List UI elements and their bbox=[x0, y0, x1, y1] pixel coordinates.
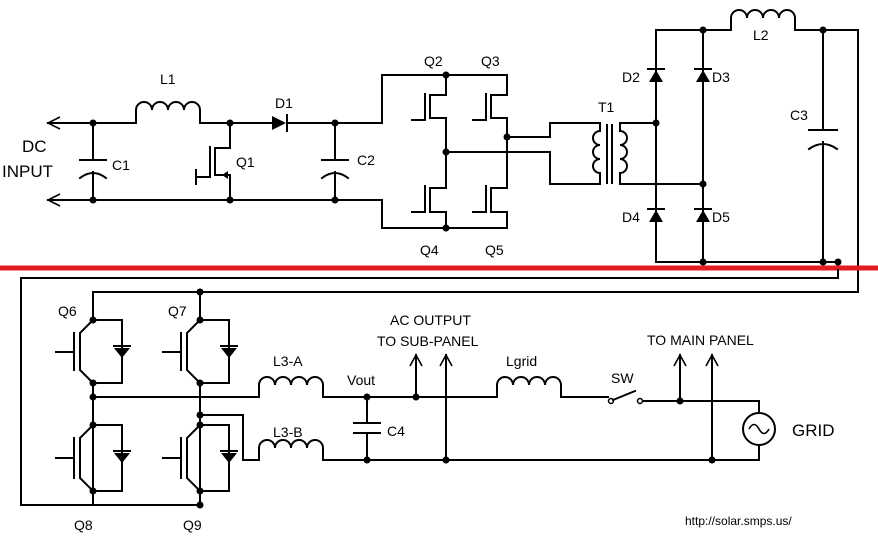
inductor-lgrid bbox=[496, 376, 609, 398]
label-dc: DC bbox=[22, 137, 47, 156]
label-sw: SW bbox=[611, 370, 634, 386]
wire bbox=[322, 444, 760, 461]
label-q5: Q5 bbox=[485, 242, 504, 258]
label-d2: D2 bbox=[622, 69, 640, 85]
label-d4: D4 bbox=[622, 209, 640, 225]
label-q4: Q4 bbox=[420, 242, 439, 258]
label-q7: Q7 bbox=[168, 303, 187, 319]
source-url: http://solar.smps.us/ bbox=[685, 514, 792, 528]
label-d5: D5 bbox=[712, 209, 730, 225]
diode-d1 bbox=[272, 114, 288, 132]
label-q1: Q1 bbox=[236, 154, 255, 170]
igbt-bridge-q6-q9 bbox=[55, 291, 260, 506]
label-grid: GRID bbox=[792, 421, 835, 440]
dc-bus-wires bbox=[20, 269, 859, 506]
label-ac-output: AC OUTPUT bbox=[390, 312, 471, 328]
label-q6: Q6 bbox=[58, 303, 77, 319]
inductor-l1 bbox=[135, 101, 201, 124]
label-l3a: L3-A bbox=[273, 353, 303, 369]
label-vout: Vout bbox=[347, 372, 375, 388]
main-panel-terminals bbox=[673, 353, 719, 461]
inductor-l3a bbox=[258, 376, 324, 398]
label-to-sub-panel: TO SUB-PANEL bbox=[377, 333, 479, 349]
label-d3: D3 bbox=[712, 69, 730, 85]
label-c3: C3 bbox=[790, 107, 808, 123]
junction-dots-bottom bbox=[89, 258, 842, 509]
label-q2: Q2 bbox=[424, 53, 443, 69]
junction-dots-top bbox=[89, 26, 827, 266]
label-lgrid: Lgrid bbox=[506, 353, 537, 369]
label-c1: C1 bbox=[112, 157, 130, 173]
label-to-main-panel: TO MAIN PANEL bbox=[647, 332, 754, 348]
capacitor-c1 bbox=[78, 122, 108, 201]
bridge-rectifier bbox=[647, 29, 839, 263]
label-c4: C4 bbox=[387, 423, 405, 439]
label-input: INPUT bbox=[2, 162, 53, 181]
grid-source bbox=[742, 412, 776, 446]
label-l3b: L3-B bbox=[273, 424, 303, 440]
dc-input-terminals bbox=[46, 116, 94, 207]
label-c2: C2 bbox=[357, 152, 375, 168]
h-bridge-q2-q5 bbox=[411, 74, 601, 229]
wire bbox=[287, 74, 508, 124]
capacitor-c4 bbox=[353, 396, 381, 461]
label-t1: T1 bbox=[598, 99, 615, 115]
label-q9: Q9 bbox=[183, 517, 202, 533]
label-q3: Q3 bbox=[481, 53, 500, 69]
inductor-l2 bbox=[730, 9, 859, 293]
transformer-t1 bbox=[592, 122, 704, 185]
mosfet-q1 bbox=[195, 122, 231, 201]
switch-sw bbox=[607, 389, 760, 414]
wire bbox=[92, 199, 508, 229]
label-q8: Q8 bbox=[74, 517, 93, 533]
inductor-l3b bbox=[258, 439, 324, 461]
capacitor-c2 bbox=[320, 122, 350, 201]
label-l1: L1 bbox=[160, 71, 176, 87]
capacitor-c3 bbox=[807, 29, 839, 271]
label-l2: L2 bbox=[753, 27, 769, 43]
ac-output-terminals bbox=[409, 353, 453, 461]
label-d1: D1 bbox=[275, 95, 293, 111]
